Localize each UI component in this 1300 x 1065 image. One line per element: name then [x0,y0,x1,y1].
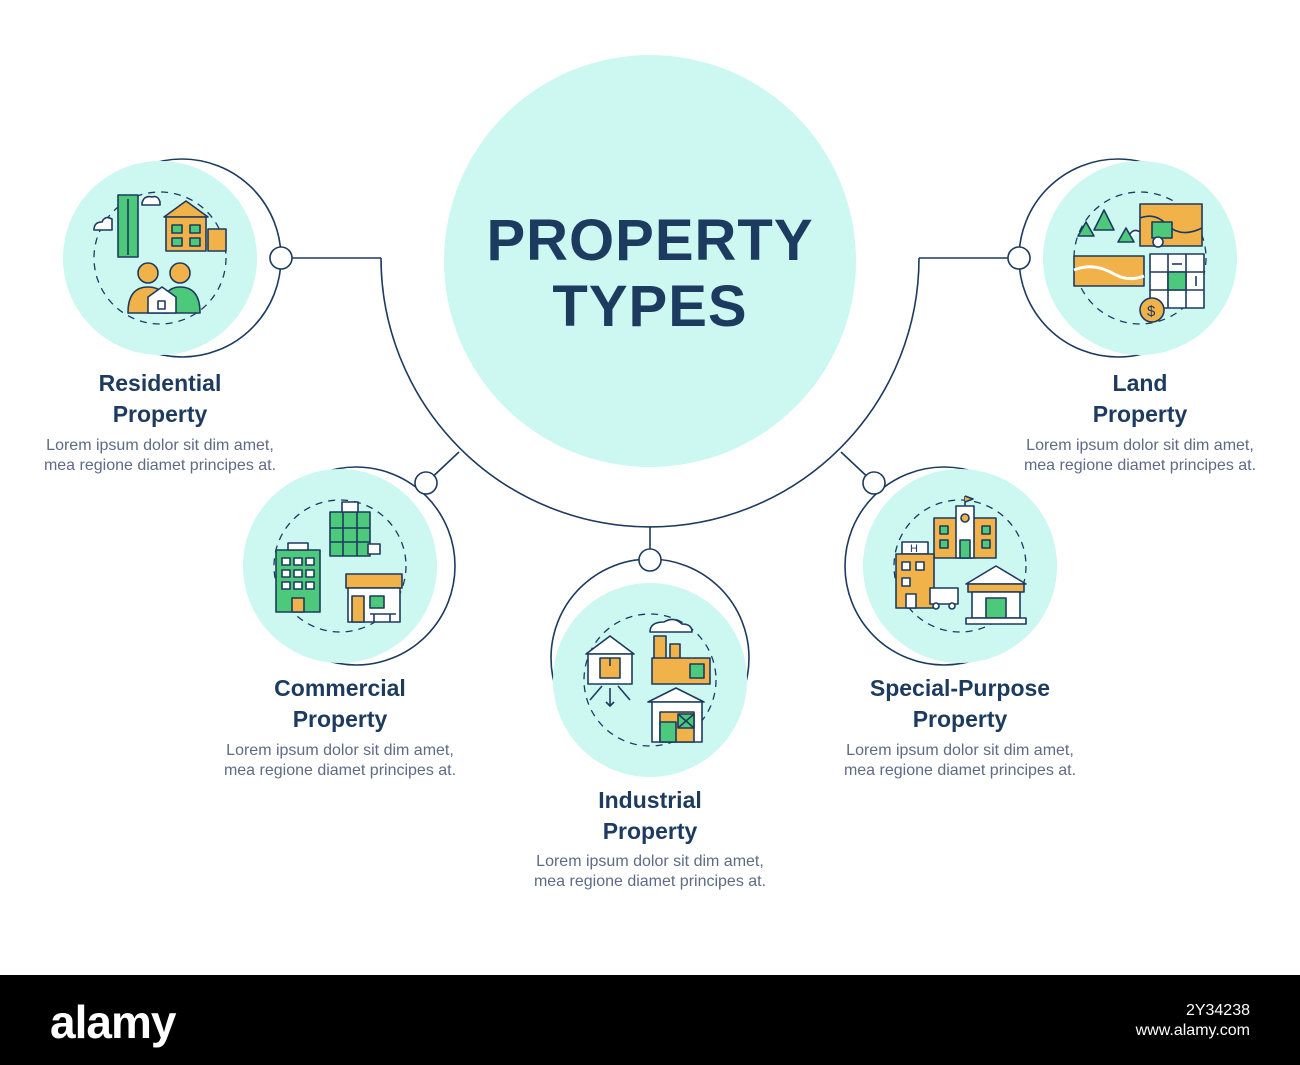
connector-dot [1007,246,1031,270]
heading-line-2: Property [292,706,388,732]
commercial-description: Lorem ipsum dolor sit dim amet, mea regi… [223,742,457,779]
land-icon: $ [1073,203,1205,323]
heading-line-1: Special-Purpose [869,675,1051,701]
commercial-icon [275,501,403,623]
heading-line-2: Property [112,401,208,427]
site-url: www.alamy.com [1135,1022,1250,1039]
residential-description: Lorem ipsum dolor sit dim amet, mea regi… [43,437,277,474]
title-line-2: TYPES [552,274,748,339]
center-circle [444,55,856,467]
alamy-logo: alamy [50,996,176,1048]
connector-dot [414,471,438,495]
connector-dot [638,548,662,572]
infographic: PROPERTY TYPES [30,55,1270,890]
svg-text:H: H [910,543,918,555]
commercial-heading: Commercial Property [210,673,470,735]
heading-line-2: Property [1092,401,1188,427]
special-purpose-description: Lorem ipsum dolor sit dim amet, mea regi… [843,742,1077,779]
title-line-1: PROPERTY [486,208,814,273]
heading-line-2: Property [912,706,1008,732]
heading-line-1: Commercial [274,675,406,701]
connector-dot [269,246,293,270]
heading-line-1: Land [1112,370,1168,396]
land-description: Lorem ipsum dolor sit dim amet, mea regi… [1023,437,1257,474]
special-purpose-icon: H [895,495,1027,625]
land-heading: Land Property [1010,368,1270,430]
heading-line-2: Property [602,818,698,844]
heading-line-1: Industrial [598,787,702,813]
residential-icon [93,194,227,314]
industrial-heading: Industrial Property [520,785,780,847]
industrial-description: Lorem ipsum dolor sit dim amet, mea regi… [533,853,767,890]
image-id: 2Y34238 [1185,1002,1250,1019]
stock-info: 2Y34238 www.alamy.com [1136,1001,1250,1041]
industrial-icon [585,618,711,743]
residential-heading: Residential Property [30,368,290,430]
connector-dot [862,471,886,495]
special-purpose-heading: Special-Purpose Property [830,673,1090,735]
svg-text:$: $ [1147,303,1156,320]
footer-bar: alamy 2Y34238 www.alamy.com [0,975,1300,1065]
page-title: PROPERTY TYPES [444,208,856,340]
residential-circle [63,161,257,355]
heading-line-1: Residential [98,370,222,396]
